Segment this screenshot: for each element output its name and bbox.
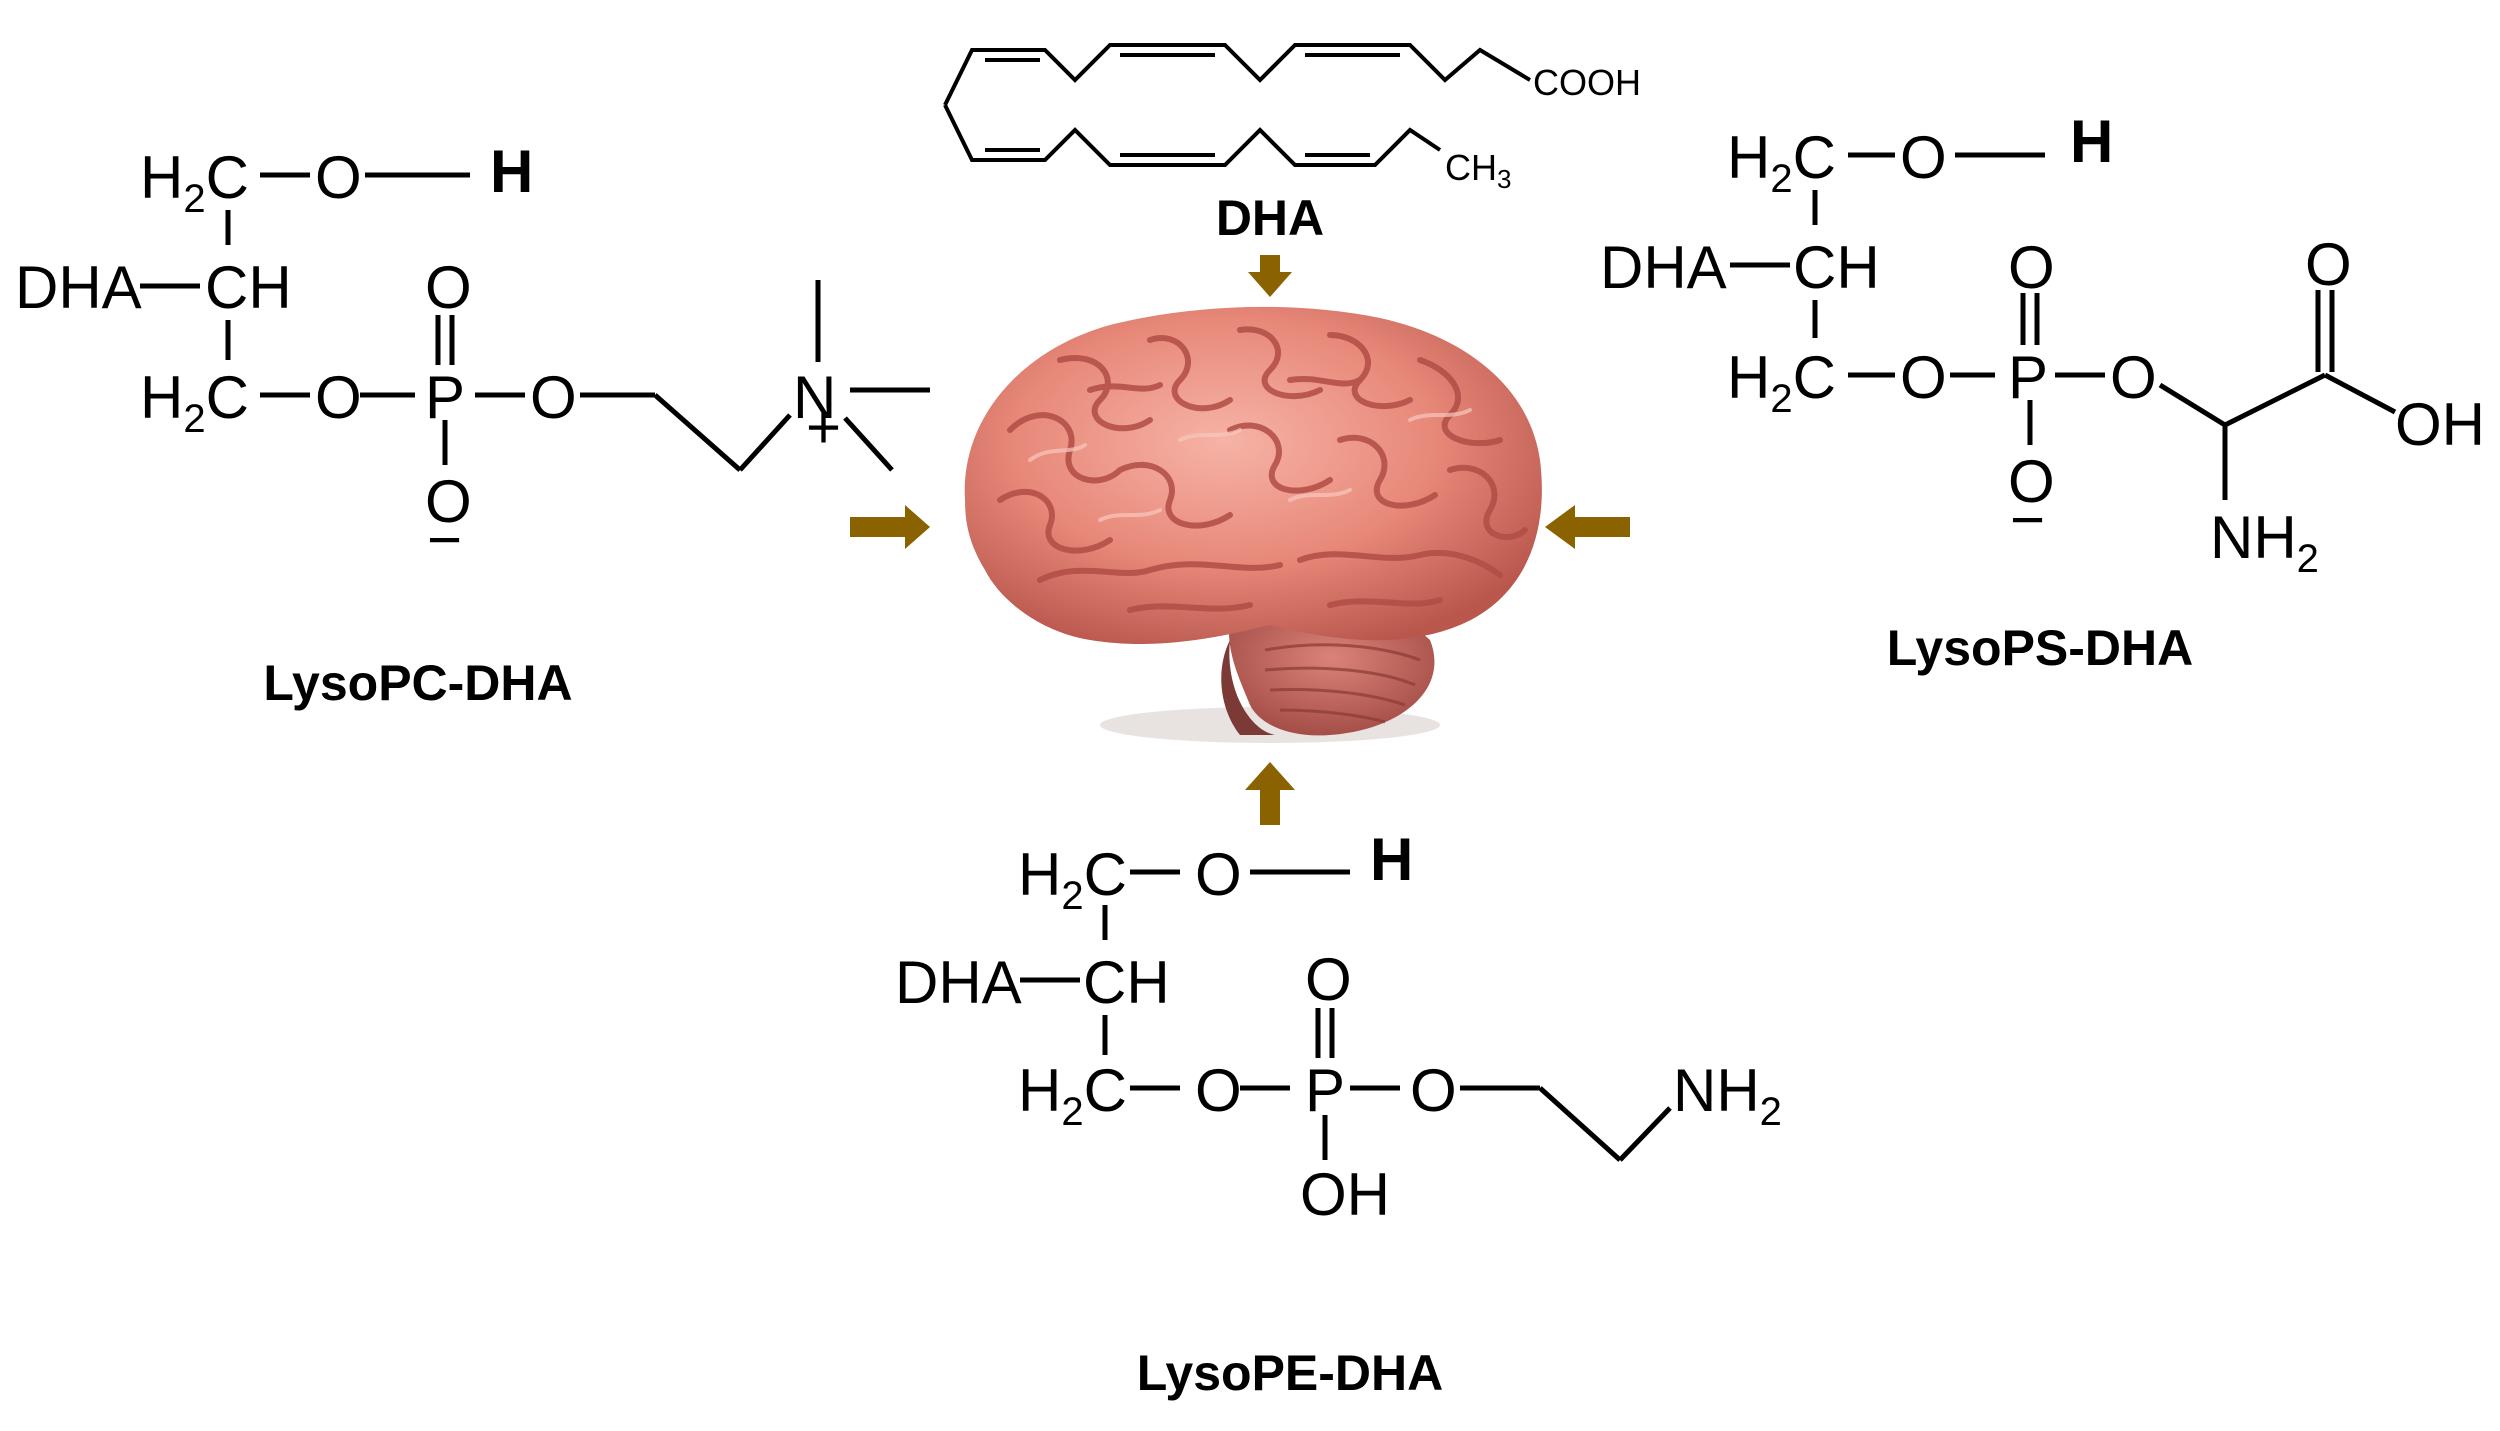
lysopc-plus: + [806,394,841,461]
arrows [850,255,1630,825]
lysope-o-ester: O [1195,1057,1242,1124]
lysopc-h2c-bottom: H2C [140,364,249,441]
lysops-bonds [1730,152,2397,500]
arrow-down-icon [1248,255,1292,297]
lysope-h: H [1370,826,1413,893]
lysopc-bonds [140,172,930,472]
lysops-p: P [2008,344,2048,411]
lysops-o-double: O [2008,234,2055,301]
lysops-dha: DHA [1600,234,1727,301]
lysops-minus: − [2010,486,2045,553]
dha-structure: COOH CH3 DHA [943,43,1641,246]
arrow-left-icon [1545,505,1630,549]
lysops-title: LysoPS-DHA [1887,620,2194,676]
lysopc-o-minus: O [425,468,472,535]
lysope-oh: OH [1300,1161,1390,1228]
dha-title: DHA [1216,190,1324,246]
lysope-h2c-bottom: H2C [1018,1057,1127,1134]
lysopc-p: P [425,364,465,431]
lysops-ch: CH [1793,234,1880,301]
lysops-nh2: NH2 [2210,504,2319,581]
lysopc-o-top: O [315,144,362,211]
lysops-h2c-top: H2C [1727,124,1836,201]
lysopc-o-choline: O [530,364,577,431]
lysope-p: P [1305,1057,1345,1124]
lysope-nh2: NH2 [1673,1057,1782,1134]
lysopc-dha: DHA [15,254,142,321]
dha-ch3-label: CH3 [1445,147,1511,194]
lysops-h2c-bottom: H2C [1727,344,1836,421]
lysope-bonds [1020,869,1672,1162]
lysops-o-minus: O [2008,448,2055,515]
lysops-o-ester: O [1900,344,1947,411]
lysops-o-serine: O [2110,344,2157,411]
lysope-title: LysoPE-DHA [1137,1345,1444,1401]
lysopc-h: H [490,138,533,205]
dha-chain [943,43,1532,167]
lysopc-minus: − [427,506,462,573]
lysopc-n: N [793,364,836,431]
lysope-dha: DHA [895,949,1022,1016]
lysops-o-carbonyl: O [2305,231,2352,298]
lysope-ch: CH [1083,949,1170,1016]
lysope-o-ethanolamine: O [1410,1057,1457,1124]
lysope-o-top: O [1195,841,1242,908]
lysops-o-top: O [1900,124,1947,191]
lysope-h2c-top: H2C [1018,841,1127,918]
lysopc-o-double: O [425,254,472,321]
lysops-h: H [2070,108,2113,175]
lysopc-h2c-top: H2C [140,144,249,221]
lysopc-ch: CH [205,254,292,321]
dha-cooh-label: COOH [1533,62,1641,103]
lysops-oh: OH [2395,391,2485,458]
arrow-right-icon [850,505,930,549]
lysopc-structure: H2C O H DHA CH H2C O P O O − O N + LysoP… [15,138,930,711]
lysopc-title: LysoPC-DHA [263,655,572,711]
lysops-structure: H2C O H DHA CH H2C O P O O − O O OH NH2 … [1600,108,2485,676]
arrow-up-icon [1245,762,1295,825]
lysope-structure: H2C O H DHA CH H2C O P O OH O NH2 LysoPE… [895,826,1782,1401]
lysopc-o-ester: O [315,364,362,431]
lysope-o-double: O [1305,946,1352,1013]
brain-illustration [964,306,1542,743]
